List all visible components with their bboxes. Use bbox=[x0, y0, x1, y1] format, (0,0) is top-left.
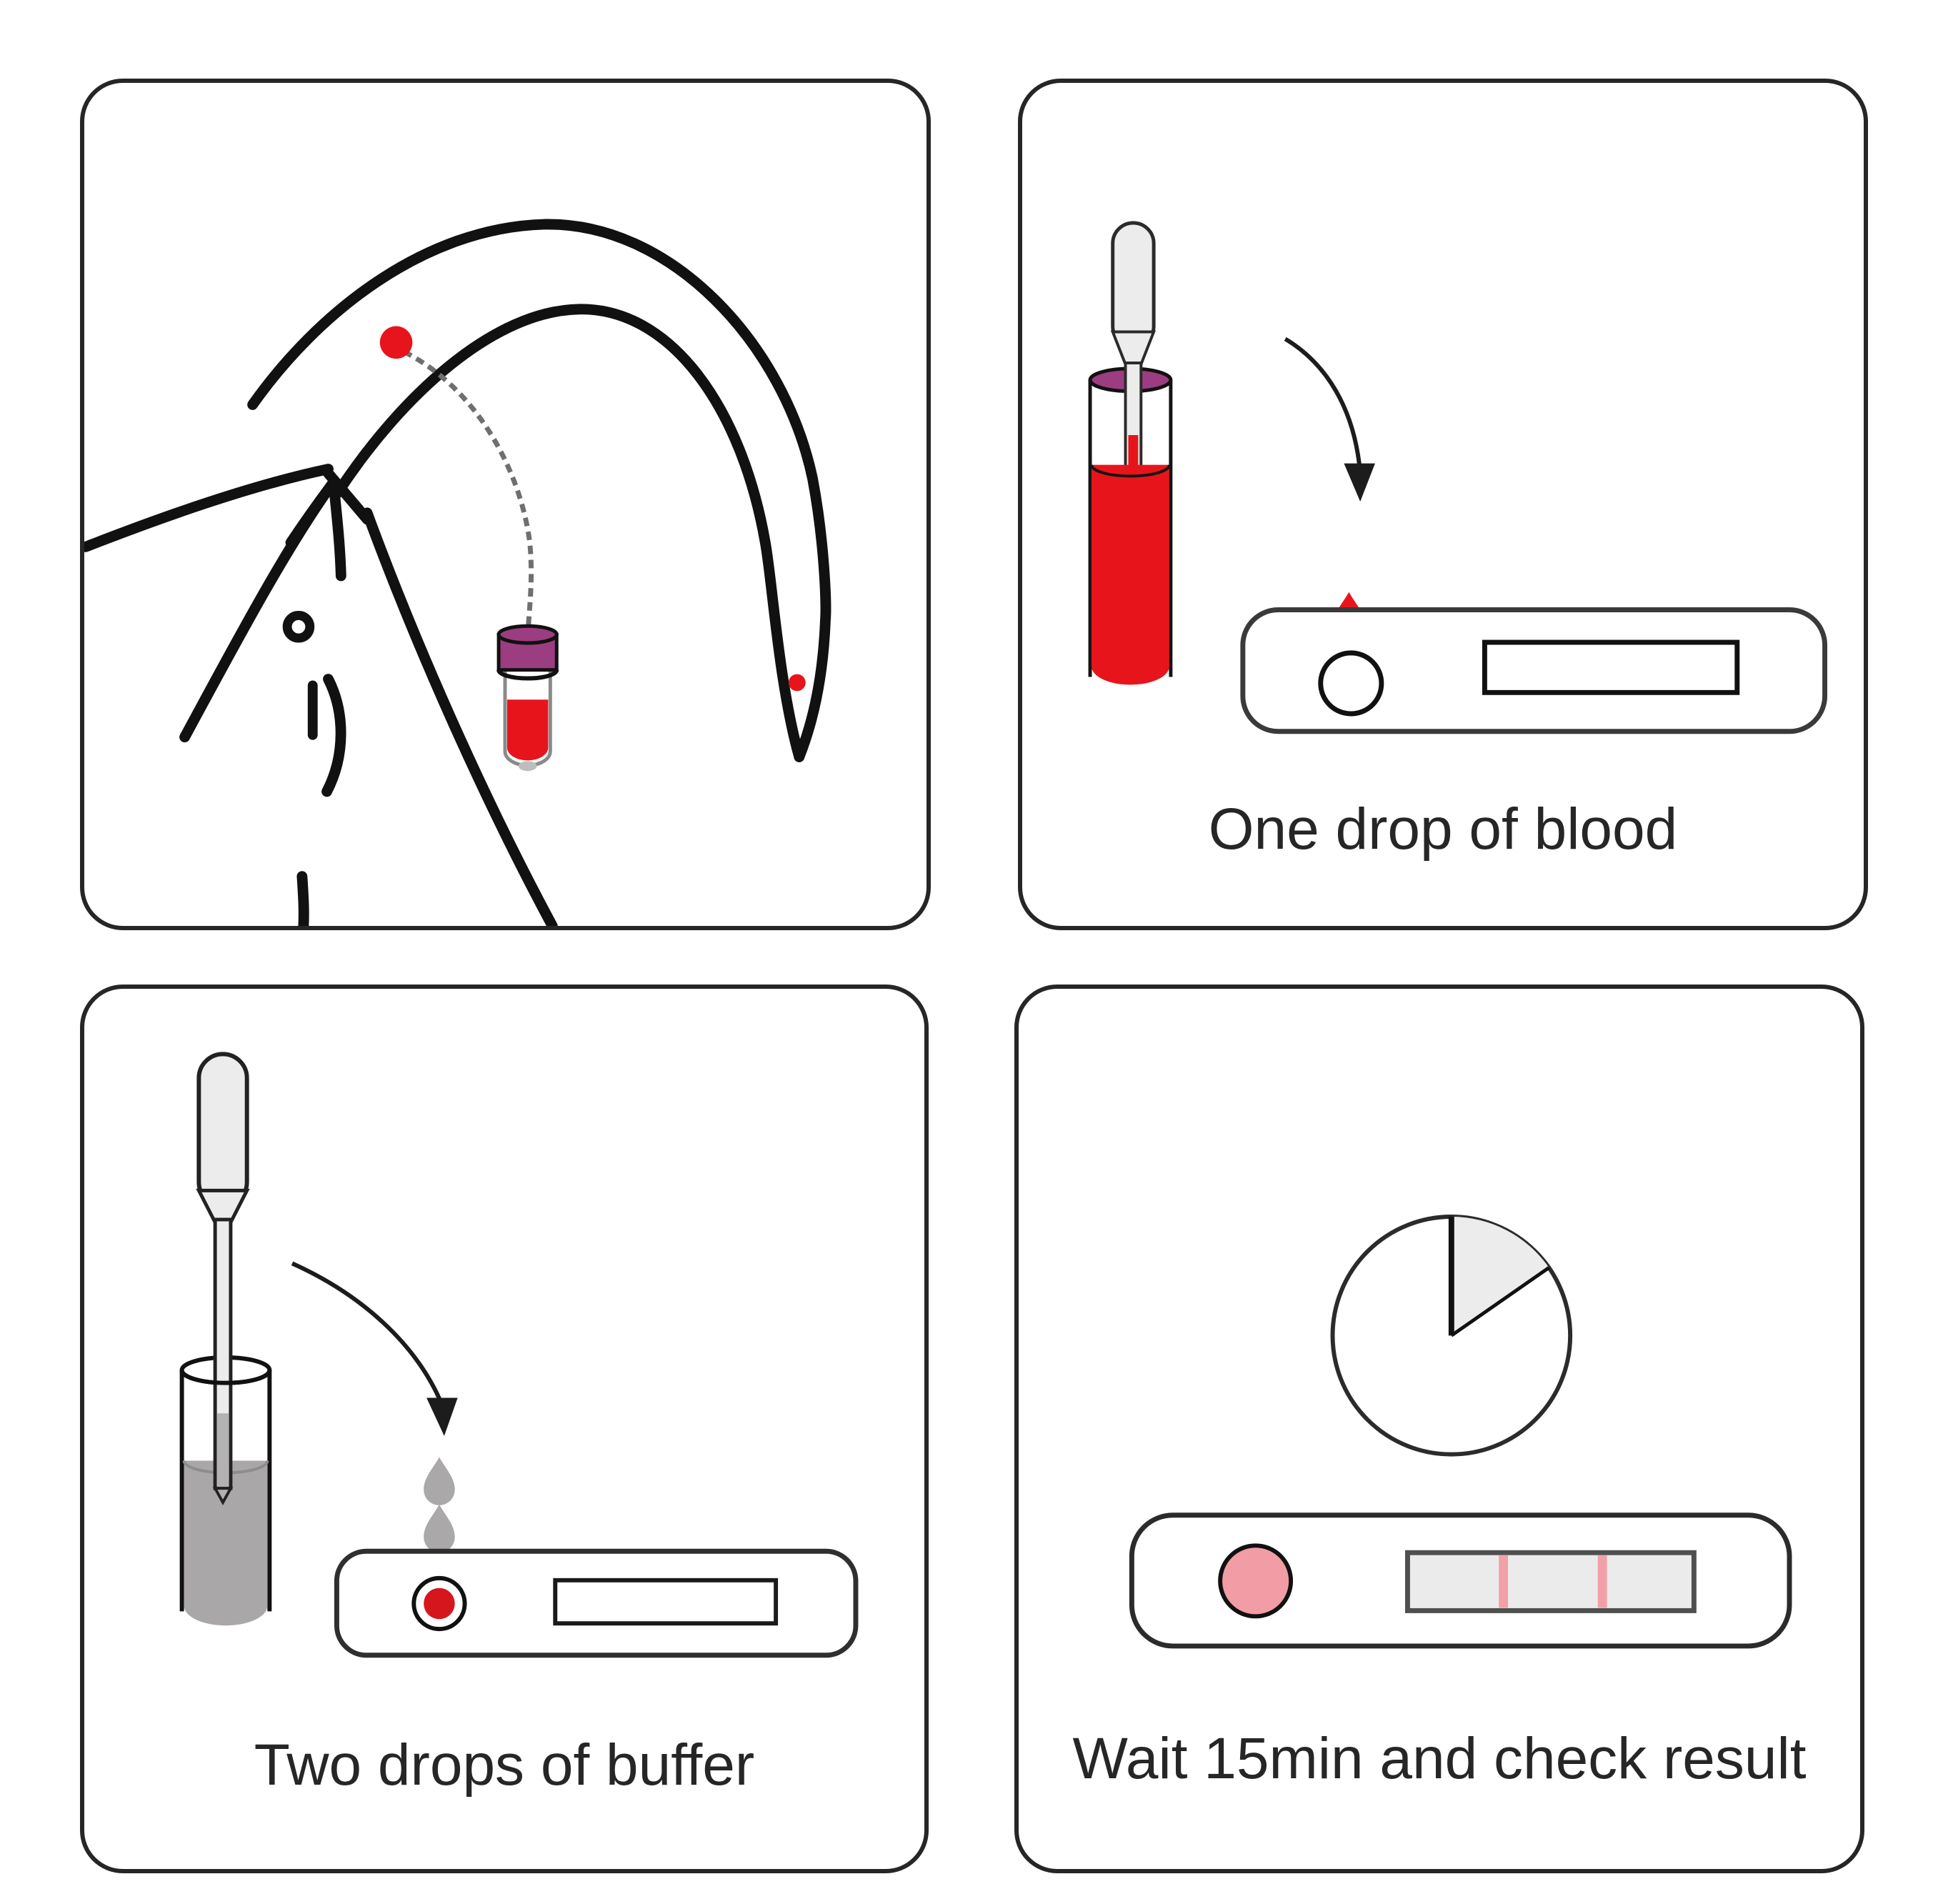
chest-side-line bbox=[361, 507, 558, 926]
puncture-site-dot bbox=[379, 326, 413, 359]
control-line bbox=[1597, 1555, 1607, 1608]
arm-inner-edge bbox=[331, 304, 805, 762]
nipple-circle bbox=[282, 610, 315, 643]
armpit-line-2 bbox=[328, 474, 346, 582]
tube-cap-lip bbox=[496, 669, 559, 681]
buffer-drop-1 bbox=[424, 1457, 455, 1505]
result-window bbox=[553, 1577, 779, 1626]
pipette-bulb bbox=[196, 1052, 249, 1209]
tube-walls bbox=[1088, 379, 1173, 677]
tube-blood-fill bbox=[1092, 464, 1169, 685]
tube-blood-fill bbox=[506, 699, 549, 761]
result-window bbox=[1482, 639, 1740, 695]
pink-sample-well bbox=[1218, 1543, 1294, 1619]
curved-arrow bbox=[1284, 337, 1375, 502]
arrow-shaft bbox=[1284, 337, 1362, 467]
clock-hand-15min bbox=[1450, 1266, 1550, 1337]
pipette-taper bbox=[1110, 330, 1157, 366]
panel-step-2-one-drop-of-blood: One drop of blood bbox=[1018, 79, 1868, 930]
arm-outer-edge bbox=[247, 219, 831, 762]
blood-tube-with-pipette bbox=[1088, 221, 1173, 685]
pipette-tip bbox=[212, 1487, 234, 1506]
lower-torso-line bbox=[296, 871, 309, 926]
test-line bbox=[1499, 1555, 1509, 1608]
sample-well bbox=[1318, 650, 1384, 717]
blood-surface-line bbox=[1090, 464, 1171, 478]
step-3-caption: Two drops of buffer bbox=[254, 1733, 755, 1798]
arm-illustration bbox=[84, 219, 831, 926]
step-2-caption: One drop of blood bbox=[1208, 797, 1678, 862]
curved-arrow bbox=[291, 1261, 458, 1436]
chest-contour-curve bbox=[321, 674, 346, 797]
panel-step-1-collect-blood bbox=[80, 79, 931, 930]
clock-elapsed-wedge bbox=[1451, 1217, 1549, 1336]
tube-cap-top bbox=[496, 624, 559, 645]
tube-bottom-nub bbox=[518, 761, 537, 772]
buffer-drop-2 bbox=[424, 1504, 455, 1553]
test-cassette-with-result bbox=[1129, 1512, 1792, 1649]
pipette-buffer-fill bbox=[217, 1413, 229, 1487]
one-drop-of-blood-illustration bbox=[1088, 221, 1828, 734]
pipette-bulb bbox=[1111, 221, 1156, 349]
arrow-shaft bbox=[291, 1261, 444, 1406]
buffer-tube-with-pipette bbox=[179, 1052, 272, 1626]
blood-collection-tube bbox=[496, 624, 559, 772]
elbow-blood-dot bbox=[788, 674, 806, 692]
arrow-head bbox=[426, 1397, 458, 1436]
sample-well-blood-dot bbox=[424, 1588, 455, 1620]
pipette-taper bbox=[196, 1188, 250, 1225]
buffer-liquid-fill bbox=[184, 1460, 268, 1626]
timer-clock-icon bbox=[1330, 1215, 1573, 1457]
arm-blood-collection-illustration bbox=[84, 219, 831, 926]
test-cassette bbox=[1240, 607, 1828, 734]
step-4-caption: Wait 15min and check result bbox=[1072, 1726, 1807, 1791]
shoulder-line bbox=[84, 464, 334, 552]
tube-rim-front bbox=[179, 1370, 272, 1385]
buffer-drops bbox=[424, 1457, 455, 1553]
test-cassette bbox=[334, 1548, 859, 1658]
arrow-head bbox=[1344, 463, 1375, 502]
finger-line bbox=[285, 479, 337, 548]
capillary-tube bbox=[402, 349, 534, 628]
panel-step-3-two-drops-of-buffer: Two drops of buffer bbox=[80, 985, 929, 1873]
two-drops-of-buffer-illustration bbox=[179, 1052, 859, 1658]
wait-and-check-illustration bbox=[1129, 1215, 1792, 1649]
result-strip bbox=[1404, 1550, 1697, 1613]
panel-step-4-wait-and-check: Wait 15min and check result bbox=[1014, 985, 1864, 1873]
tube-walls bbox=[179, 1370, 272, 1612]
